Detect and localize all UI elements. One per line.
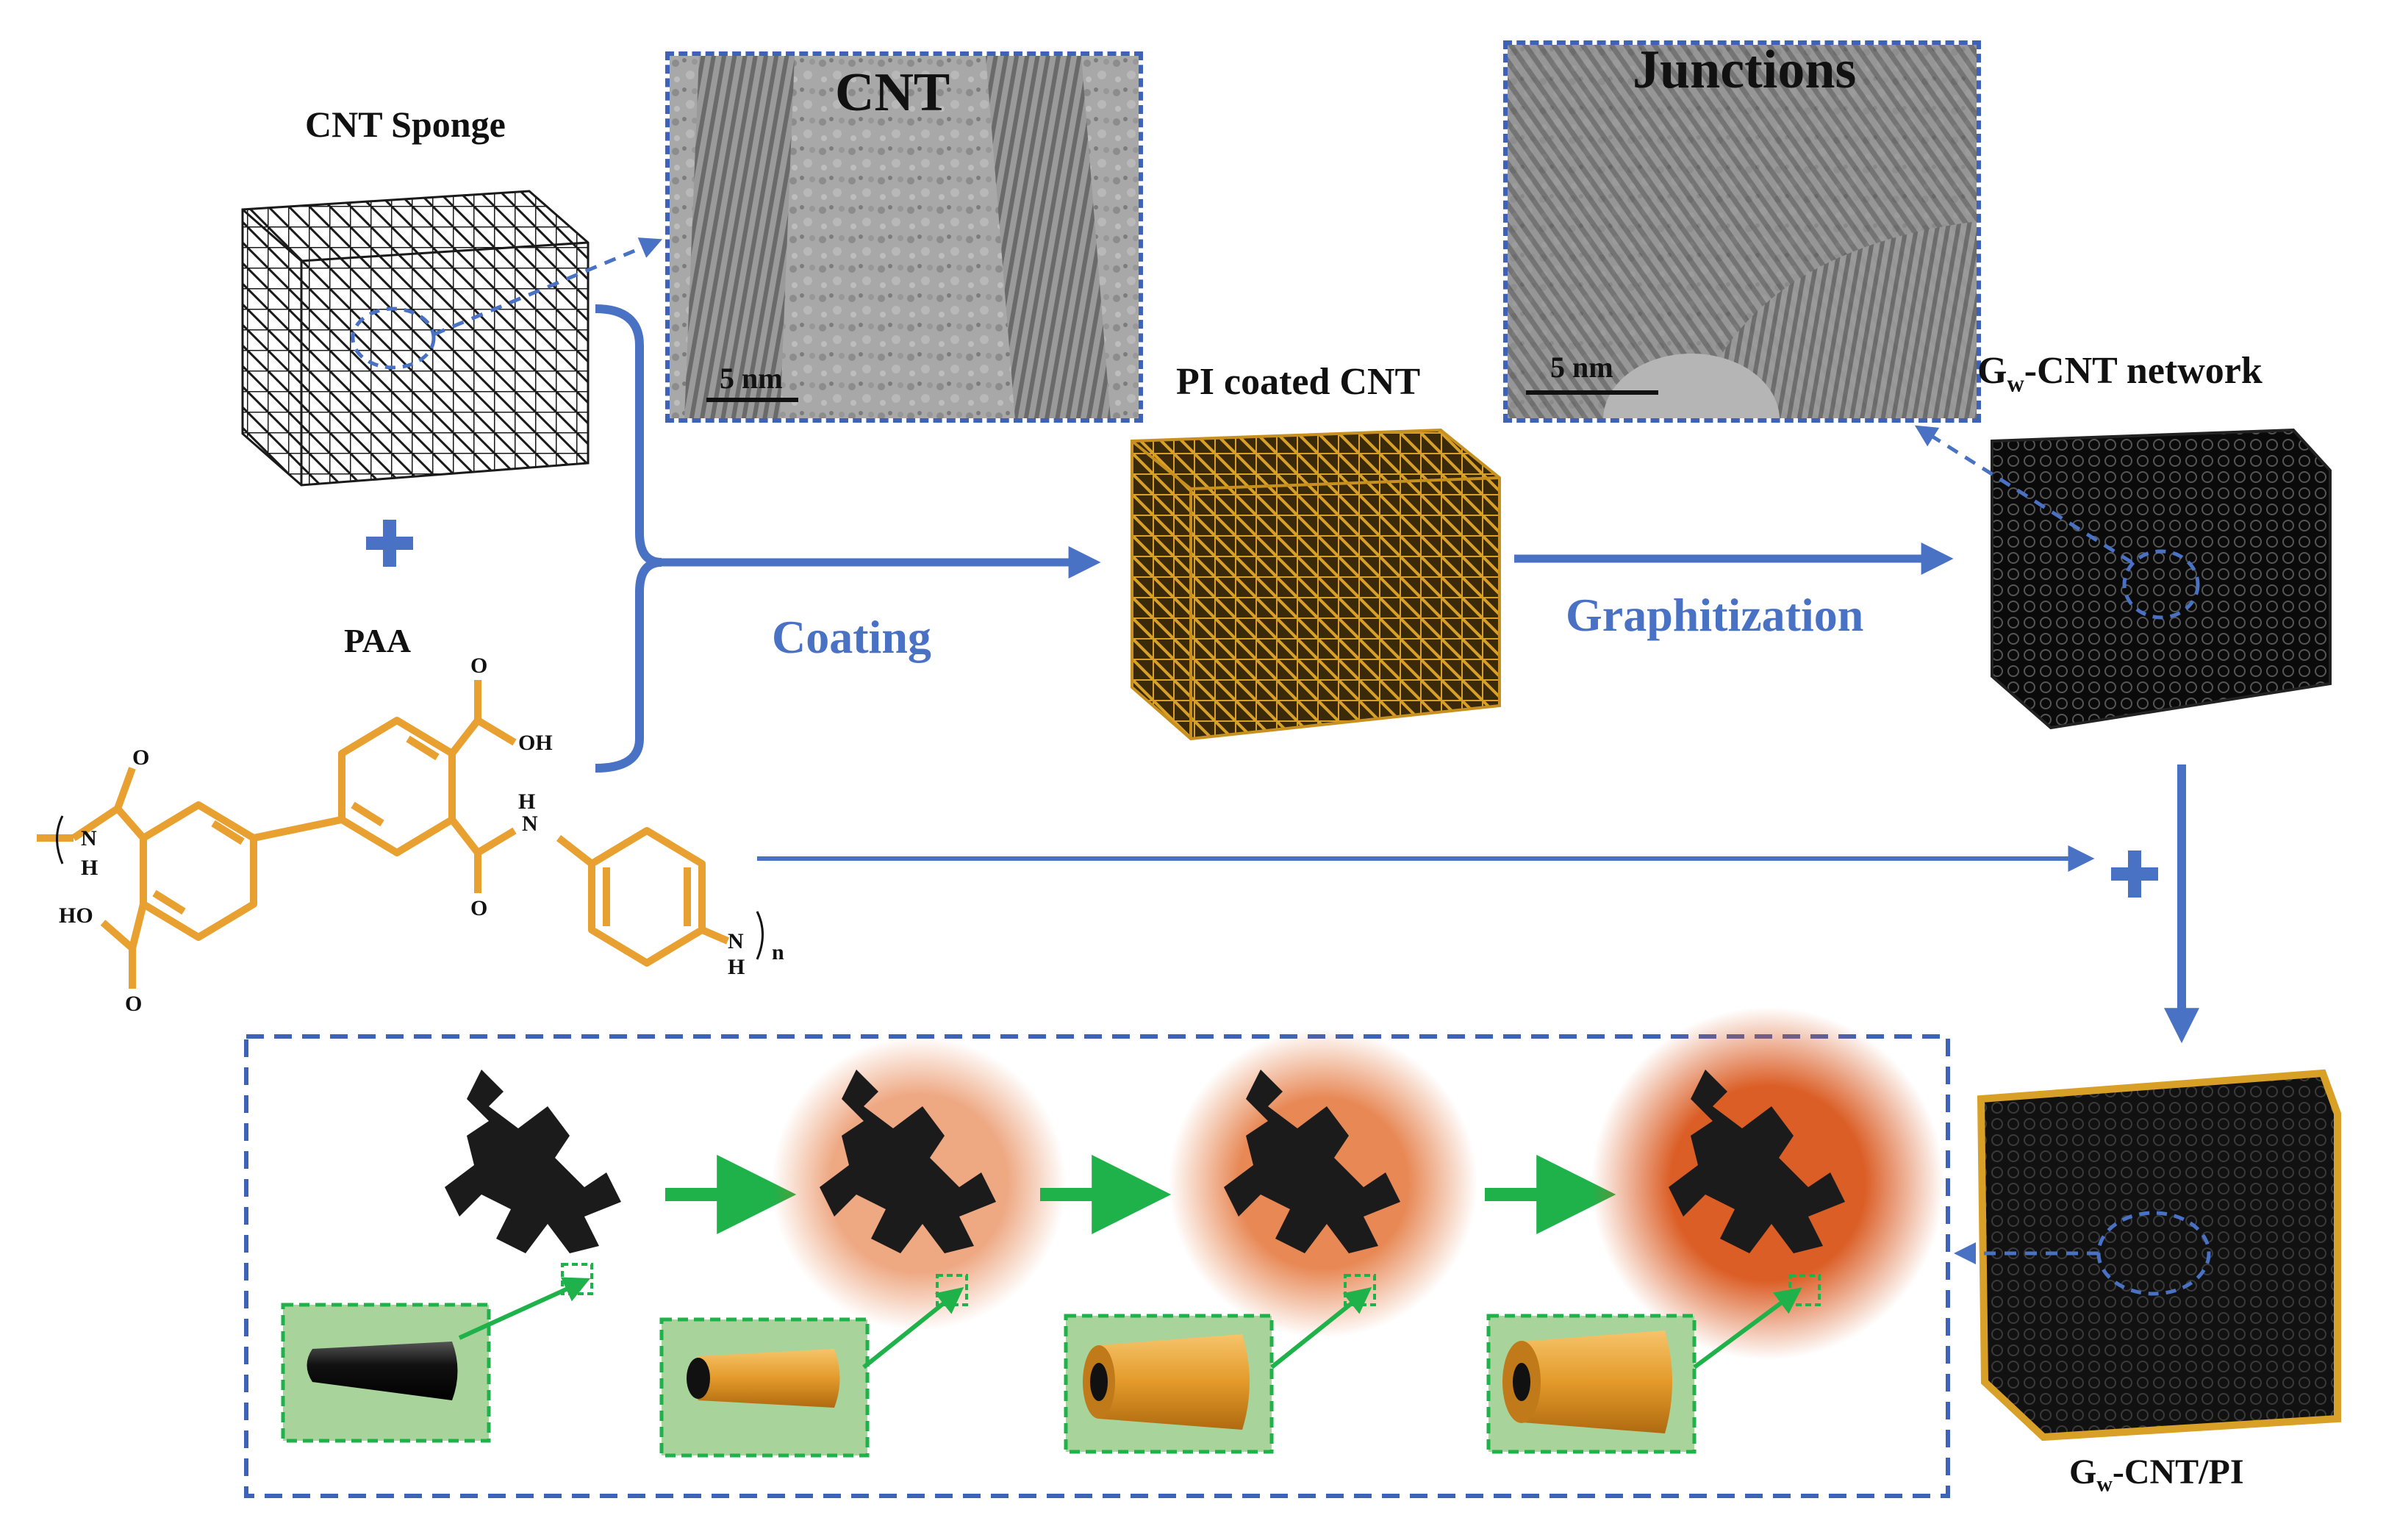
junction-zoom-dashed-arrow [1914, 425, 2133, 565]
paa-bracket-right [756, 911, 764, 960]
pi-coated-cnt-label: PI coated CNT [1176, 361, 1421, 403]
tem-cnt-image [670, 56, 1139, 418]
cnt-sponge-label: CNT Sponge [305, 104, 506, 145]
tem-junctions-scale-bar [1526, 390, 1658, 395]
svg-text:H: H [518, 789, 535, 814]
svg-text:O: O [132, 745, 149, 770]
svg-text:H: H [728, 955, 745, 979]
svg-text:O: O [470, 896, 487, 920]
tem-junctions-scale-label: 5 nm [1550, 351, 1613, 384]
gw-cnt-pi-label: Gw-CNT/PI [2069, 1453, 2244, 1497]
gw-cnt-pi-cube [1977, 1069, 2341, 1441]
gw-cnt-network-label: Gw-CNT network [1977, 350, 2263, 397]
pi-coated-cnt-cube [1131, 428, 1501, 741]
paa-label: PAA [344, 622, 412, 659]
svg-text:OH: OH [518, 731, 553, 755]
tem-junctions-title: Junctions [1633, 40, 1857, 100]
inset-medium-coated-tube [1064, 1274, 1376, 1454]
svg-text:HO: HO [59, 903, 93, 928]
graphitization-label: Graphitization [1566, 589, 1864, 641]
cnt-sponge-cube [241, 190, 590, 487]
junction-step-1 [445, 1070, 621, 1253]
coating-label: Coating [772, 611, 931, 663]
tem-cnt-title: CNT [835, 62, 950, 123]
inset-bare-tube [281, 1263, 593, 1443]
inset-thick-coated-tube [1486, 1274, 1821, 1454]
tem-cnt-panel: CNT 5 nm [665, 51, 1143, 423]
svg-text:n: n [772, 940, 784, 964]
junction-zoom-circle [2122, 549, 2200, 620]
svg-text:N: N [81, 826, 97, 850]
tem-cnt-scale-label: 5 nm [720, 362, 783, 395]
coating-process-panel [244, 1034, 1950, 1498]
paa-molecule [37, 680, 729, 989]
plus-icon [366, 520, 413, 567]
paa-bracket-left [56, 815, 64, 864]
tem-cnt-scale-bar [706, 398, 798, 402]
svg-text:N: N [728, 929, 744, 953]
cnt-zoom-circle [351, 307, 436, 370]
gw-cnt-network-cube [1991, 428, 2332, 730]
svg-text:O: O [470, 653, 487, 678]
tem-junctions-image [1508, 45, 1977, 418]
svg-text:O: O [125, 992, 142, 1016]
paa-chem-labels: O N H HO O O OH N H O N H n [59, 653, 784, 1016]
inset-thin-coated-tube [659, 1274, 968, 1458]
merge-bracket [595, 304, 662, 773]
svg-text:N: N [522, 812, 538, 836]
tem-junctions-panel: Junctions 5 nm [1503, 40, 1981, 423]
svg-text:H: H [81, 856, 98, 880]
plus-icon-right [2111, 850, 2158, 898]
